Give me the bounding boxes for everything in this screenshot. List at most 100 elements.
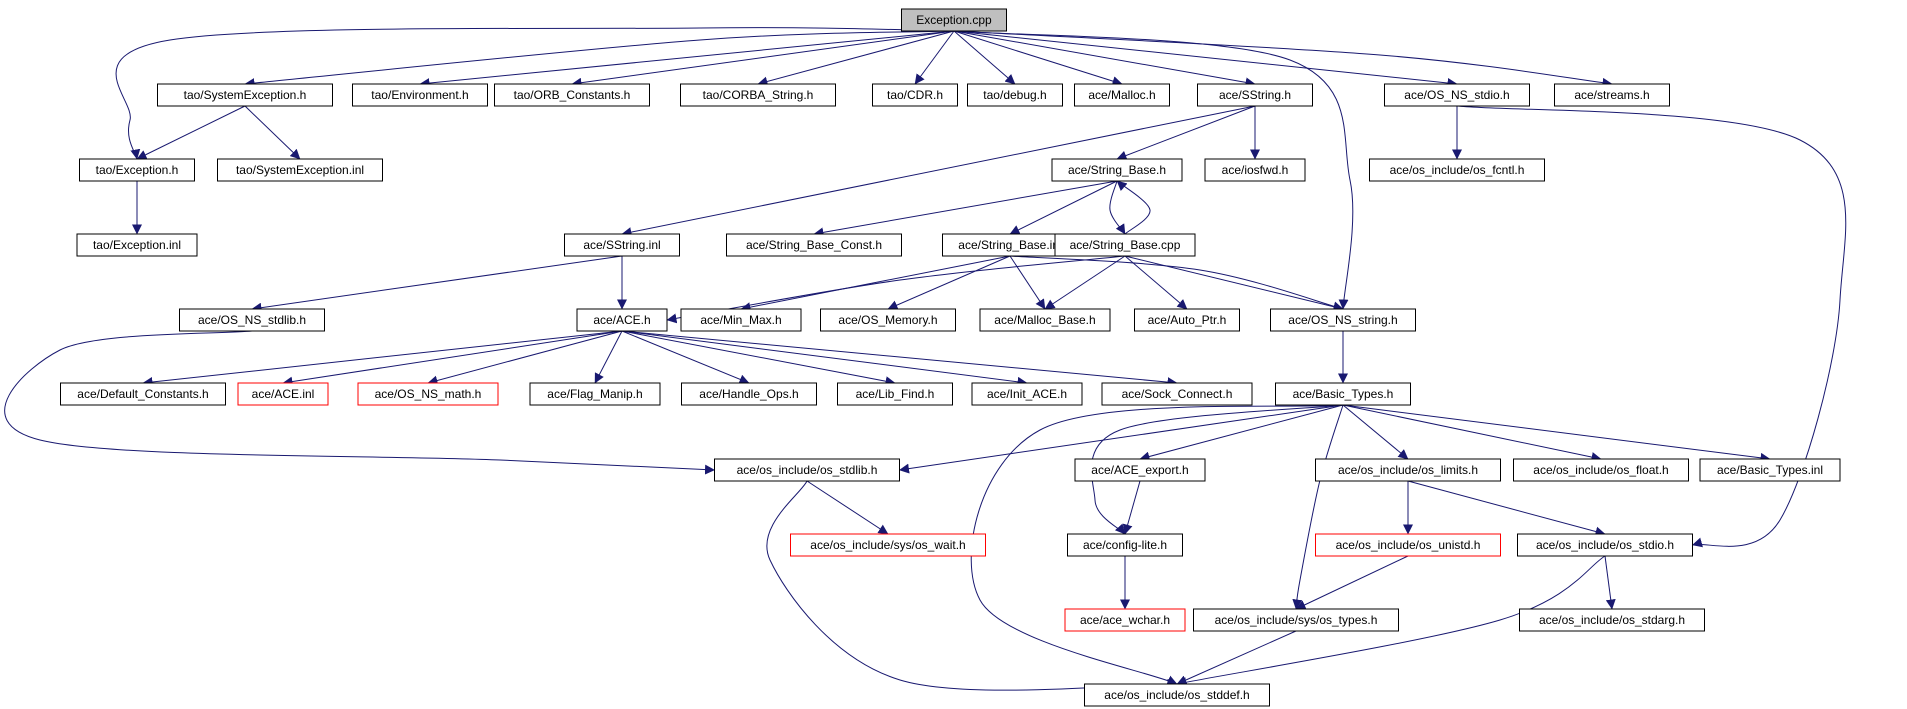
node-box xyxy=(1051,158,1183,182)
node-ace_min_max_h[interactable]: ace/Min_Max.h xyxy=(680,308,802,332)
node-ace_ace_inl[interactable]: ace/ACE.inl xyxy=(237,382,329,406)
edge-layer xyxy=(4,27,1847,691)
node-label: ace/Flag_Manip.h xyxy=(547,387,642,401)
node-ace_sock_connect_h[interactable]: ace/Sock_Connect.h xyxy=(1101,382,1253,406)
node-tao_corba_string_h[interactable]: tao/CORBA_String.h xyxy=(680,83,836,107)
node-box xyxy=(726,233,902,257)
node-label: ace/os_include/sys/os_types.h xyxy=(1215,613,1378,627)
node-ace_os_include_sys_os_wait_h[interactable]: ace/os_include/sys/os_wait.h xyxy=(790,533,986,557)
node-ace_auto_ptr_h[interactable]: ace/Auto_Ptr.h xyxy=(1134,308,1240,332)
node-ace_handle_ops_h[interactable]: ace/Handle_Ops.h xyxy=(681,382,817,406)
node-label: ace/os_include/os_stdio.h xyxy=(1536,538,1674,552)
node-ace_ace_export_h[interactable]: ace/ACE_export.h xyxy=(1074,458,1206,482)
node-ace_config_lite_h[interactable]: ace/config-lite.h xyxy=(1067,533,1183,557)
node-ace_malloc_h[interactable]: ace/Malloc.h xyxy=(1074,83,1170,107)
node-tao_cdr_h[interactable]: tao/CDR.h xyxy=(872,83,958,107)
node-tao_exception_h[interactable]: tao/Exception.h xyxy=(79,158,195,182)
edge-ace_string_base_inl-to-ace_malloc_base_h xyxy=(1009,255,1046,310)
edge-ace_os_include_os_stdio_h-to-ace_os_include_os_stddef_h xyxy=(1176,555,1606,688)
edge-ace_basic_types_h-to-ace_config_lite_h xyxy=(1090,404,1344,535)
node-ace_sstring_inl[interactable]: ace/SString.inl xyxy=(564,233,680,257)
node-ace_os_include_os_stdio_h[interactable]: ace/os_include/os_stdio.h xyxy=(1517,533,1693,557)
node-label: ace/String_Base.h xyxy=(1068,163,1166,177)
edge-ace_string_base_h-to-ace_string_base_const_h xyxy=(813,180,1118,238)
node-ace_malloc_base_h[interactable]: ace/Malloc_Base.h xyxy=(979,308,1111,332)
node-tao_systemexception_h[interactable]: tao/SystemException.h xyxy=(157,83,333,107)
edge-ace_string_base_h-to-ace_string_base_inl xyxy=(1009,180,1118,235)
node-exception_cpp[interactable]: Exception.cpp xyxy=(901,8,1007,32)
node-ace_basic_types_h[interactable]: ace/Basic_Types.h xyxy=(1275,382,1411,406)
node-tao_exception_inl[interactable]: tao/Exception.inl xyxy=(76,233,198,257)
node-ace_basic_types_inl[interactable]: ace/Basic_Types.inl xyxy=(1699,458,1841,482)
edge-ace_ace_h-to-ace_flag_manip_h xyxy=(594,330,623,384)
node-box xyxy=(1517,533,1693,557)
edge-ace_os_include_os_stdlib_h-to-ace_os_include_sys_os_wait_h xyxy=(806,480,889,535)
edge-ace_os_ns_stdio_h-to-ace_os_include_os_stdio_h xyxy=(1456,105,1847,548)
edge-ace_ace_h-to-ace_ace_inl xyxy=(282,330,623,387)
node-ace_os_include_os_stddef_h[interactable]: ace/os_include/os_stddef.h xyxy=(1084,683,1270,707)
edge-tao_systemexception_h-to-tao_systemexception_inl xyxy=(244,105,301,160)
node-box xyxy=(1101,382,1253,406)
node-ace_os_include_os_unistd_h[interactable]: ace/os_include/os_unistd.h xyxy=(1315,533,1501,557)
edge-exception_cpp-to-ace_streams_h xyxy=(953,30,1613,88)
node-box xyxy=(1074,83,1170,107)
node-ace_ace_h[interactable]: ace/ACE.h xyxy=(576,308,668,332)
edge-ace_os_include_sys_os_types_h-to-ace_os_include_os_stddef_h xyxy=(1176,630,1297,685)
node-ace_string_base_cpp[interactable]: ace/String_Base.cpp xyxy=(1054,233,1196,257)
node-box xyxy=(967,83,1063,107)
node-label: ace/config-lite.h xyxy=(1083,538,1167,552)
node-label: tao/debug.h xyxy=(983,88,1046,102)
node-ace_flag_manip_h[interactable]: ace/Flag_Manip.h xyxy=(529,382,661,406)
node-ace_os_include_sys_os_types_h[interactable]: ace/os_include/sys/os_types.h xyxy=(1193,608,1399,632)
node-ace_init_ace_h[interactable]: ace/Init_ACE.h xyxy=(971,382,1083,406)
node-ace_default_constants_h[interactable]: ace/Default_Constants.h xyxy=(60,382,226,406)
edge-ace_sstring_h-to-ace_sstring_inl xyxy=(621,105,1256,238)
node-label: ace/Basic_Types.h xyxy=(1293,387,1394,401)
node-box xyxy=(1315,458,1501,482)
node-ace_os_include_os_float_h[interactable]: ace/os_include/os_float.h xyxy=(1513,458,1689,482)
node-box xyxy=(217,158,383,182)
node-box xyxy=(157,83,333,107)
edge-exception_cpp-to-ace_sstring_h xyxy=(953,30,1256,88)
node-label: ace/os_include/os_limits.h xyxy=(1338,463,1478,477)
edge-ace_string_base_inl-to-ace_min_max_h xyxy=(740,255,1011,313)
node-ace_os_memory_h[interactable]: ace/OS_Memory.h xyxy=(820,308,956,332)
node-ace_string_base_inl[interactable]: ace/String_Base.inl xyxy=(942,233,1078,257)
node-box xyxy=(680,308,802,332)
node-ace_string_base_const_h[interactable]: ace/String_Base_Const.h xyxy=(726,233,902,257)
node-box xyxy=(1064,608,1186,632)
node-ace_os_include_os_fcntl_h[interactable]: ace/os_include/os_fcntl.h xyxy=(1369,158,1545,182)
node-tao_orb_constants_h[interactable]: tao/ORB_Constants.h xyxy=(494,83,650,107)
edge-exception_cpp-to-tao_environment_h xyxy=(419,30,955,89)
node-ace_iosfwd_h[interactable]: ace/iosfwd.h xyxy=(1204,158,1306,182)
node-ace_os_ns_string_h[interactable]: ace/OS_NS_string.h xyxy=(1270,308,1416,332)
node-tao_environment_h[interactable]: tao/Environment.h xyxy=(352,83,488,107)
node-box xyxy=(1204,158,1306,182)
edge-ace_os_include_os_unistd_h-to-ace_os_include_sys_os_types_h xyxy=(1295,555,1409,610)
node-box xyxy=(357,382,499,406)
node-ace_string_base_h[interactable]: ace/String_Base.h xyxy=(1051,158,1183,182)
node-ace_lib_find_h[interactable]: ace/Lib_Find.h xyxy=(837,382,953,406)
node-ace_os_ns_stdio_h[interactable]: ace/OS_NS_stdio.h xyxy=(1384,83,1530,107)
edge-exception_cpp-to-ace_os_ns_stdio_h xyxy=(953,30,1458,88)
node-tao_debug_h[interactable]: tao/debug.h xyxy=(967,83,1063,107)
edge-ace_os_ns_stdlib_h-to-ace_os_include_os_stdlib_h xyxy=(4,330,715,475)
node-label: tao/Environment.h xyxy=(371,88,468,102)
node-label: ace/Auto_Ptr.h xyxy=(1148,313,1227,327)
node-ace_streams_h[interactable]: ace/streams.h xyxy=(1554,83,1670,107)
node-ace_os_include_os_stdlib_h[interactable]: ace/os_include/os_stdlib.h xyxy=(714,458,900,482)
node-ace_os_ns_stdlib_h[interactable]: ace/OS_NS_stdlib.h xyxy=(179,308,325,332)
node-ace_sstring_h[interactable]: ace/SString.h xyxy=(1197,83,1313,107)
node-label: ace/os_include/os_fcntl.h xyxy=(1390,163,1525,177)
node-tao_systemexception_inl[interactable]: tao/SystemException.inl xyxy=(217,158,383,182)
node-box xyxy=(1067,533,1183,557)
node-ace_os_include_os_limits_h[interactable]: ace/os_include/os_limits.h xyxy=(1315,458,1501,482)
node-ace_os_ns_math_h[interactable]: ace/OS_NS_math.h xyxy=(357,382,499,406)
node-label: ace/ace_wchar.h xyxy=(1080,613,1170,627)
node-ace_os_include_os_stdarg_h[interactable]: ace/os_include/os_stdarg.h xyxy=(1519,608,1705,632)
node-ace_ace_wchar_h[interactable]: ace/ace_wchar.h xyxy=(1064,608,1186,632)
edge-ace_basic_types_h-to-ace_basic_types_inl xyxy=(1342,404,1771,463)
node-label: ace/os_include/os_stddef.h xyxy=(1104,688,1249,702)
node-box xyxy=(1193,608,1399,632)
